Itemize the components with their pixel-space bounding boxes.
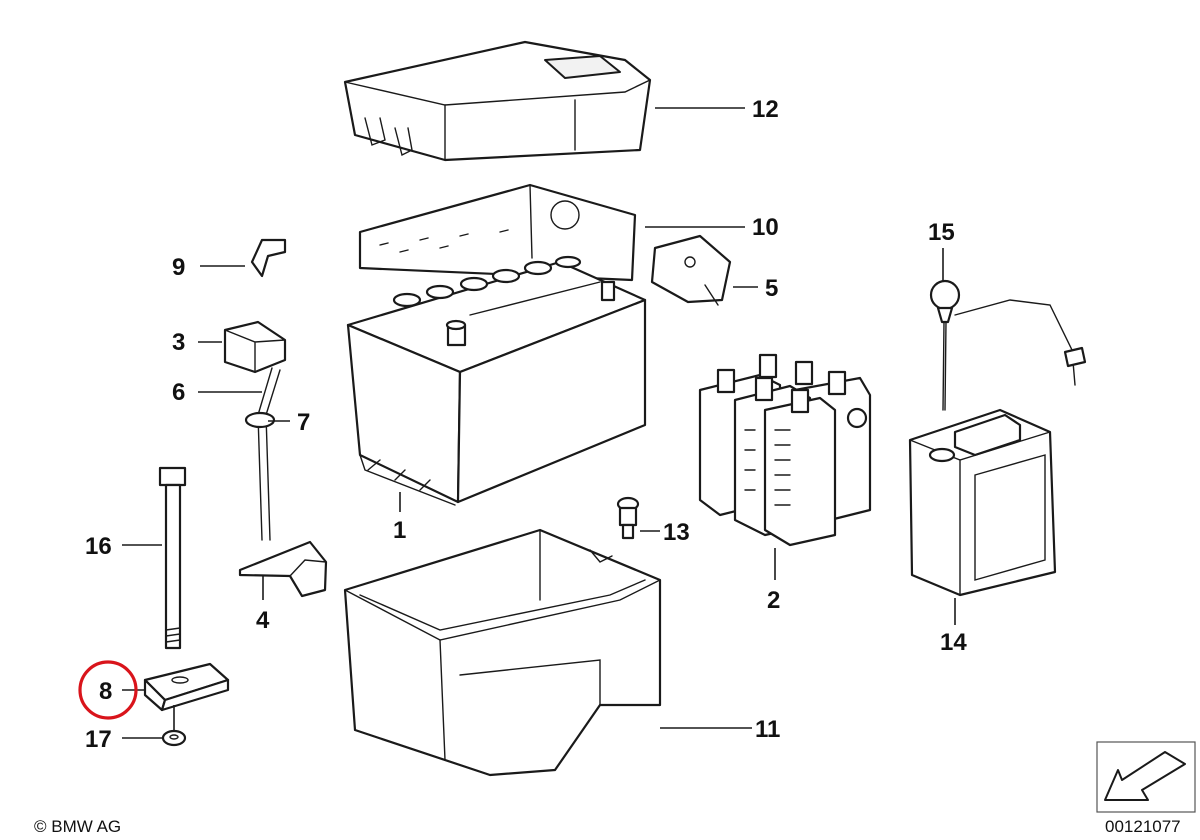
part-8-holding-plate[interactable] — [143, 662, 230, 712]
part-13-screw[interactable] — [616, 496, 640, 540]
callout-10[interactable]: 10 — [752, 214, 779, 241]
part-9-vent-elbow[interactable] — [250, 238, 287, 278]
part-3-vent-connector[interactable] — [223, 320, 287, 374]
callout-2[interactable]: 2 — [767, 587, 780, 614]
callout-14[interactable]: 14 — [940, 629, 967, 656]
callout-12[interactable]: 12 — [752, 96, 779, 123]
callout-11[interactable]: 11 — [755, 716, 780, 743]
leader-lines — [122, 107, 956, 739]
callout-8[interactable]: 8 — [99, 678, 112, 705]
callout-6[interactable]: 6 — [172, 379, 185, 406]
callout-5[interactable]: 5 — [765, 275, 778, 302]
part-16-tie-rod[interactable] — [158, 466, 187, 650]
diagram-number: 00121077 — [1105, 817, 1181, 836]
part-2-acid-bottles[interactable] — [698, 353, 872, 547]
callout-15[interactable]: 15 — [928, 219, 955, 246]
part-14-water-canister[interactable] — [908, 408, 1057, 597]
callout-9[interactable]: 9 — [172, 254, 185, 281]
direction-arrow-icon — [1104, 751, 1186, 801]
part-5-terminal-clamp[interactable] — [650, 234, 732, 306]
part-11-battery-tray[interactable] — [343, 528, 662, 777]
callout-13[interactable]: 13 — [663, 519, 690, 546]
callout-1[interactable]: 1 — [393, 517, 406, 544]
part-1-battery[interactable] — [346, 255, 647, 506]
callout-17[interactable]: 17 — [85, 726, 112, 753]
callout-labels: 12 10 5 9 3 6 7 4 1 13 2 11 14 15 16 8 1… — [85, 96, 967, 753]
callout-3[interactable]: 3 — [172, 329, 185, 356]
orientation-box — [1096, 741, 1196, 813]
part-17-washer[interactable] — [161, 729, 187, 747]
callout-4[interactable]: 4 — [256, 607, 270, 634]
part-7-grommet[interactable] — [244, 411, 276, 429]
highlight-ring — [78, 660, 138, 720]
part-4-hose-bracket[interactable] — [238, 540, 328, 598]
part-6-vent-hose[interactable] — [257, 367, 281, 541]
part-15-siphon-filler[interactable] — [929, 279, 1087, 411]
copyright-text: © BMW AG — [34, 817, 121, 836]
callout-16[interactable]: 16 — [85, 533, 112, 560]
callout-7[interactable]: 7 — [297, 409, 310, 436]
part-12-battery-cover[interactable] — [343, 40, 652, 162]
part-10-battery-frame[interactable] — [358, 183, 637, 282]
